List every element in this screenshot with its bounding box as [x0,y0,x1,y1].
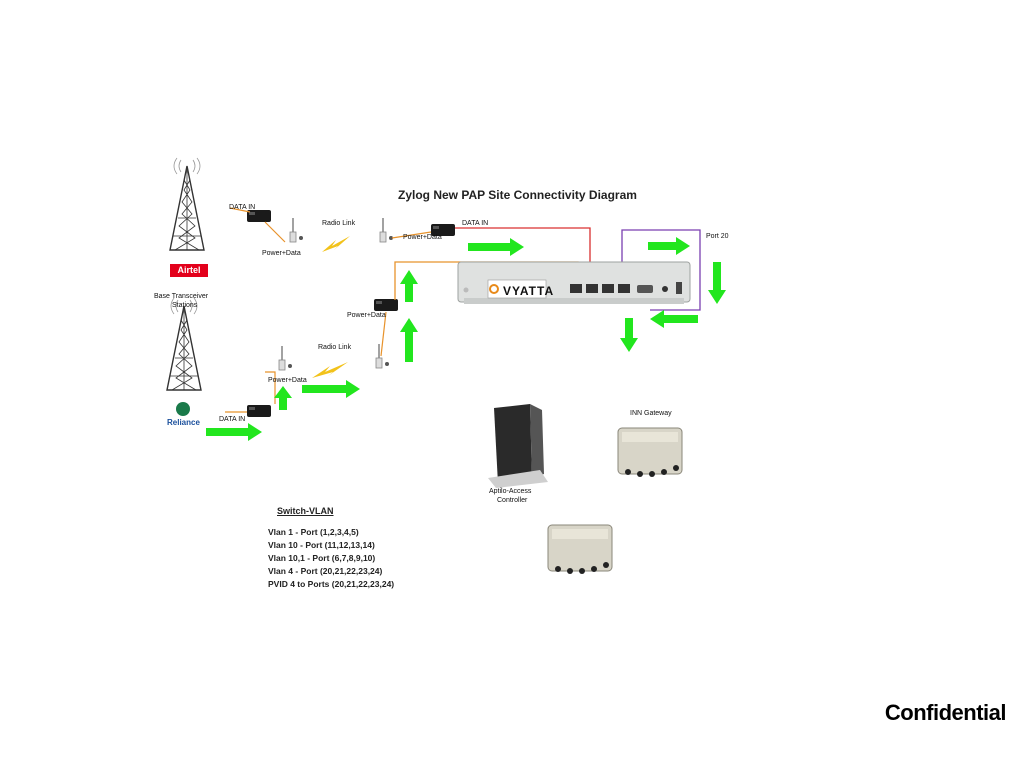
switch-vlan-heading: Switch-VLAN [277,506,334,516]
vlan-line-2: Vlan 10 - Port (11,12,13,14) [268,540,375,550]
vlan-line-3: Vlan 10,1 - Port (6,7,8,9,10) [268,553,376,563]
aptilo-access-controller [494,404,532,484]
label-aptilo-1: Aptilo-Access [489,488,532,495]
flow-arrows [206,237,726,441]
vyatta-logo-icon [489,284,499,294]
orange-cable-4 [225,371,276,413]
arrow-right-1 [468,238,524,256]
orange-cable-1 [229,207,286,243]
arrow-left-1 [650,310,698,328]
red-cable [455,227,591,274]
arrow-down-2 [620,318,638,352]
arrow-up-1 [400,318,418,362]
label-port-20: Port 20 [706,233,729,240]
poe-injector-4-icon [247,405,271,417]
vlan-line-4: Vlan 4 - Port (20,21,22,23,24) [268,566,383,576]
reliance-logo: Reliance [167,418,200,427]
airtel-tower-icon [169,157,205,251]
airtel-logo: Airtel [170,264,208,277]
arrow-up-2 [274,386,292,410]
vlan-line-5: PVID 4 to Ports (20,21,22,23,24) [268,579,395,589]
label-stations: Stations [172,302,198,309]
label-data-in-1: DATA IN [229,204,256,211]
purple-cable [621,229,701,311]
inn-gateway-1 [617,427,683,478]
label-aptilo-2: Controller [497,497,528,504]
reliance-logo-icon [176,402,190,416]
label-power-data-1: Power+Data [262,250,301,257]
poe-injector-3-icon [374,299,398,311]
label-data-in-3: DATA IN [219,416,246,423]
inn-gateway-2 [547,524,613,575]
poe-injector-1-icon [247,210,271,222]
arrow-up-3 [400,270,418,302]
diagram-title: Zylog New PAP Site Connectivity Diagram [398,188,637,202]
radio-link-2-bolt-icon [312,362,348,378]
label-radio-link-1: Radio Link [322,220,356,227]
label-data-in-2: DATA IN [462,220,489,227]
label-inn-gateway: INN Gateway [630,410,672,417]
arrow-right-2 [648,237,690,255]
label-bts: Base Transceiver [154,293,209,300]
arrow-right-3 [302,380,360,398]
orange-cable-2 [391,231,432,239]
radio-antenna-2-icon [379,217,394,243]
arrow-down-1 [708,262,726,304]
label-power-data-4: Power+Data [268,377,307,384]
vyatta-logo: VYATTA [503,284,555,298]
label-power-data-2: Power+Data [403,234,442,241]
confidential-label: Confidential [884,700,1007,725]
radio-antenna-1-icon [289,217,304,243]
radio-link-1-bolt-icon [322,236,350,252]
reliance-tower-icon [166,297,202,391]
vlan-line-1: Vlan 1 - Port (1,2,3,4,5) [268,527,359,537]
radio-antenna-3-icon [278,345,293,371]
label-power-data-3: Power+Data [347,312,386,319]
label-radio-link-2: Radio Link [318,344,352,351]
orange-cable-5 [380,311,387,357]
arrow-right-4 [206,423,262,441]
